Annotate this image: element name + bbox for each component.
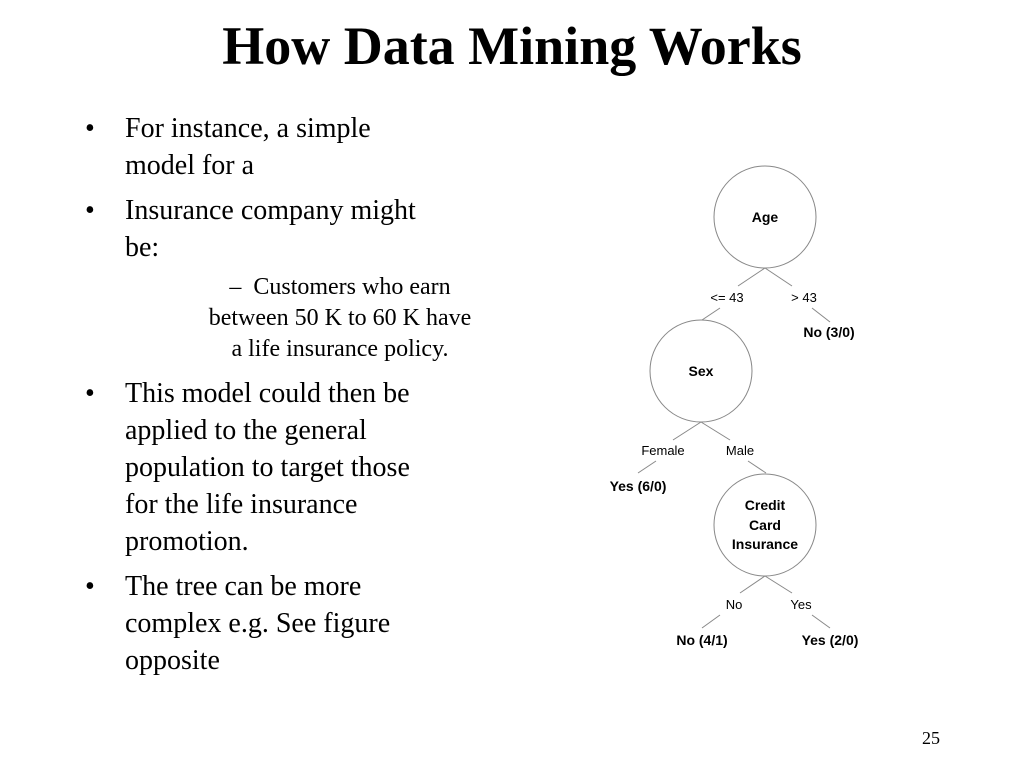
bullet-line: complex e.g. See figure	[125, 608, 391, 639]
bullet-item: • The tree can be more complex e.g. See …	[85, 568, 505, 679]
edge-credit-right	[764, 575, 793, 594]
bullet-line: for the life insurance	[125, 489, 358, 520]
edge-sex-right	[700, 421, 731, 441]
edge-label-age-gt43: > 43	[791, 290, 817, 305]
sub-bullet-line: – Customers who earn	[175, 272, 505, 303]
bullet-line: population to target those	[125, 452, 410, 483]
sub-bullet-line: a life insurance policy.	[231, 336, 449, 362]
edge-label-female: Female	[641, 443, 684, 458]
age-node-label: Age	[752, 209, 779, 225]
edge-age-left	[737, 267, 766, 287]
leaf-yes-6-0: Yes (6/0)	[610, 478, 667, 494]
bullet-line: This model could then be	[125, 378, 410, 409]
sub-bullet-item: – Customers who earn between 50 K to 60 …	[175, 272, 505, 365]
sub-bullet-dash: –	[229, 274, 242, 300]
edge-sex-left-lower	[637, 460, 657, 474]
bullet-line: applied to the general	[125, 415, 367, 446]
edge-credit-left-lower	[701, 614, 721, 629]
edge-label-age-le43: <= 43	[710, 290, 743, 305]
bullet-item: • Insurance company might be:	[85, 192, 505, 266]
leaf-yes-2-0: Yes (2/0)	[802, 632, 859, 648]
sex-node-label: Sex	[689, 363, 714, 379]
bullet-dot: •	[85, 195, 95, 226]
bullet-line: opposite	[125, 645, 220, 676]
edge-age-right-lower	[811, 307, 831, 323]
edge-credit-left	[739, 575, 766, 594]
bullet-line: be:	[125, 232, 160, 263]
sub-bullet-line: between 50 K to 60 K have	[208, 305, 472, 331]
edge-age-left-lower	[701, 307, 721, 321]
decision-tree-diagram: Age <= 43 > 43 No (3/0) Sex Female Male …	[610, 165, 859, 648]
bullet-item: • For instance, a simple model for a	[85, 110, 505, 184]
edge-sex-right-lower	[747, 460, 767, 474]
edge-label-male: Male	[726, 443, 754, 458]
credit-node-line2: Card	[749, 517, 781, 533]
bullet-item: • This model could then be applied to th…	[85, 375, 505, 560]
bullet-line: promotion.	[125, 526, 249, 557]
credit-node-line3: Insurance	[732, 536, 798, 552]
edge-credit-right-lower	[811, 614, 831, 629]
bullet-line: Insurance company might	[125, 195, 416, 226]
bullet-dot: •	[85, 378, 95, 409]
bullet-list: • For instance, a simple model for a • I…	[85, 110, 505, 687]
credit-node-line1: Credit	[745, 497, 786, 513]
edge-label-yes: Yes	[790, 597, 812, 612]
edge-label-no: No	[726, 597, 743, 612]
leaf-no-3-0: No (3/0)	[803, 324, 854, 340]
bullet-line: The tree can be more	[125, 571, 362, 602]
sub-bullet-text: Customers who earn	[253, 274, 451, 300]
bullet-line: For instance, a simple	[125, 113, 371, 144]
leaf-no-4-1: No (4/1)	[676, 632, 727, 648]
page-number: 25	[922, 728, 940, 748]
edge-sex-left	[672, 421, 702, 441]
bullet-dot: •	[85, 113, 95, 144]
slide-title: How Data Mining Works	[222, 16, 802, 76]
bullet-line: model for a	[125, 150, 255, 181]
bullet-dot: •	[85, 571, 95, 602]
edge-age-right	[764, 267, 793, 287]
